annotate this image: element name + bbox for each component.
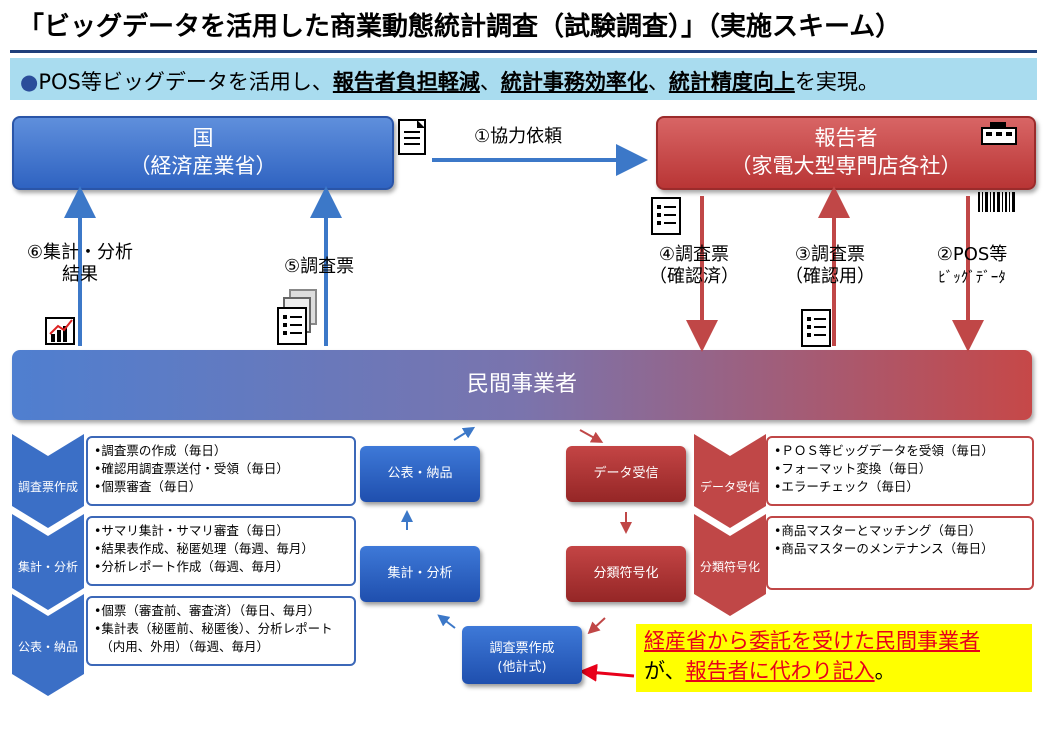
chevron-receive — [694, 434, 766, 528]
list-item: •結果表作成、秘匿処理（毎週、毎月） — [94, 541, 314, 556]
keyword-burden: 報告者負担軽減 — [332, 70, 480, 94]
chevron-classify — [694, 514, 766, 616]
label-arrow-6: ⑥集計・分析 結果 — [26, 242, 134, 285]
label-arrow-3: ③調査票 （確認用） — [785, 244, 875, 287]
reporter-box: 報告者 （家電大型専門店各社） — [656, 116, 1036, 190]
list-item: •分析レポート作成（毎週、毎月） — [94, 559, 289, 574]
list-item: •商品マスターのメンテナンス（毎日） — [774, 541, 994, 556]
list-item: •エラーチェック（毎日） — [774, 479, 919, 494]
list-item: •確認用調査票送付・受領（毎日） — [94, 461, 289, 476]
list-item: （内用、外用）（毎週、毎月） — [94, 639, 270, 654]
chevron-label-survey: 調査票作成 — [17, 480, 78, 494]
document-icon — [398, 119, 426, 155]
chevron-label-receive: データ受信 — [699, 480, 760, 494]
label-arrow-2: ②POS等 ﾋﾞｯｸﾞﾃﾞｰﾀ — [936, 244, 1008, 286]
list-item: •個票（審査前、審査済）（毎日、毎月） — [94, 603, 321, 618]
barcode-icon — [978, 192, 1015, 212]
keyword-accuracy: 統計精度向上 — [668, 70, 795, 94]
note-callout: 経産省から委託を受けた民間事業者 が、報告者に代わり記入。 — [636, 624, 1032, 692]
list-item: •ＰＯＳ等ビッグデータを受領（毎日） — [774, 443, 994, 458]
list-item: •集計表（秘匿前、秘匿後）、分析レポート — [94, 621, 333, 636]
summary-text: ●POS等ビッグデータを活用し、報告者負担軽減、統計事務効率化、統計精度向上を実… — [20, 70, 879, 94]
chevron-survey — [12, 434, 84, 528]
process-publish: 公表・納品 — [360, 446, 480, 502]
process-survey: 調査票作成 (他計式) — [462, 626, 582, 684]
list-item: •調査票の作成（毎日） — [94, 443, 227, 458]
bullet-icon: ● — [20, 70, 39, 94]
chevron-label-aggregate: 集計・分析 — [17, 560, 78, 574]
label-arrow-1: ①協力依頼 — [474, 126, 563, 147]
chevron-publish — [12, 594, 84, 696]
title-underline — [10, 50, 1037, 53]
summary-banner — [10, 58, 1037, 100]
label-arrow-5: ⑤調査票 — [284, 256, 355, 277]
keyword-efficiency: 統計事務効率化 — [500, 70, 648, 94]
list-item: •サマリ集計・サマリ審査（毎日） — [94, 523, 289, 538]
cash-register-icon — [981, 122, 1017, 145]
task-list-publish: •個票（審査前、審査済）（毎日、毎月） •集計表（秘匿前、秘匿後）、分析レポート… — [86, 596, 356, 666]
process-receive: データ受信 — [566, 446, 686, 502]
chevron-aggregate — [12, 514, 84, 610]
page-title: 「ビッグデータを活用した商業動態統計調査（試験調査）」（実施スキーム） — [18, 12, 902, 42]
chevron-label-classify: 分類符号化 — [699, 560, 760, 574]
process-classify: 分類符号化 — [566, 546, 686, 602]
form-stack-icon — [277, 289, 317, 345]
list-item: •個票審査（毎日） — [94, 479, 202, 494]
label-arrow-4: ④調査票 （確認済） — [649, 244, 739, 287]
form-icon-private-side — [801, 309, 831, 347]
process-aggregate: 集計・分析 — [360, 546, 480, 602]
chart-icon — [45, 317, 75, 345]
task-list-aggregate: •サマリ集計・サマリ審査（毎日） •結果表作成、秘匿処理（毎週、毎月） •分析レ… — [86, 516, 356, 586]
task-list-classify: •商品マスターとマッチング（毎日） •商品マスターのメンテナンス（毎日） — [766, 516, 1034, 590]
list-item: •商品マスターとマッチング（毎日） — [774, 523, 982, 538]
list-item: •フォーマット変換（毎日） — [774, 461, 932, 476]
chevron-label-publish: 公表・納品 — [17, 640, 78, 654]
task-list-receive: •ＰＯＳ等ビッグデータを受領（毎日） •フォーマット変換（毎日） •エラーチェッ… — [766, 436, 1034, 506]
government-box: 国 （経済産業省） — [12, 116, 394, 190]
form-icon-reporter-side — [651, 197, 681, 235]
private-operator-bar: 民間事業者 — [12, 350, 1032, 420]
task-list-survey: •調査票の作成（毎日） •確認用調査票送付・受領（毎日） •個票審査（毎日） — [86, 436, 356, 506]
